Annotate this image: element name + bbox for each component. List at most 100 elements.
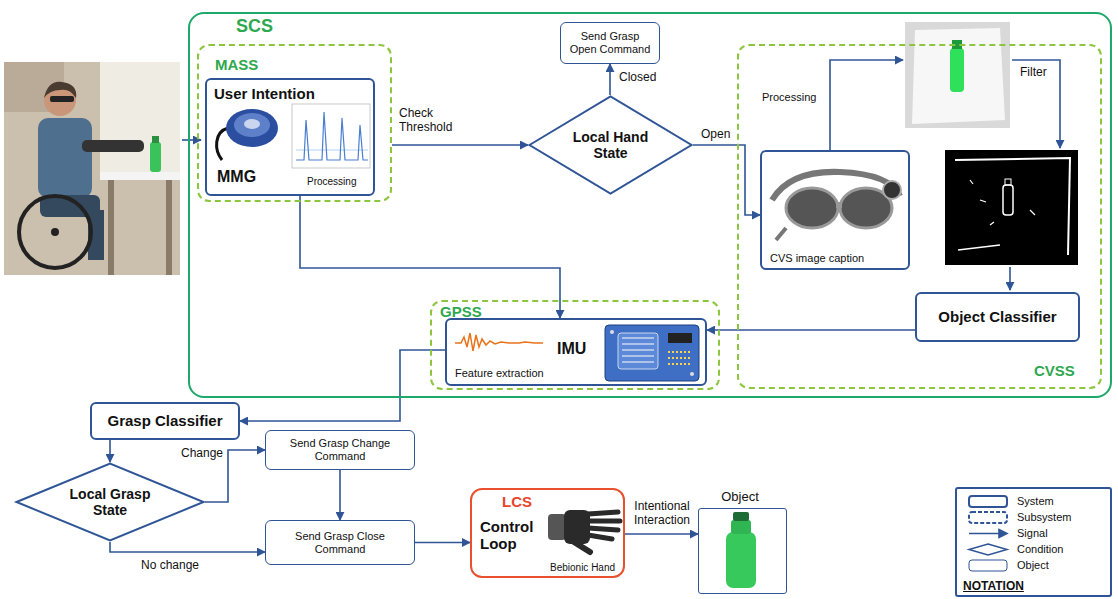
- legend-sample: [967, 543, 1009, 556]
- imu-board: [605, 325, 699, 381]
- object-bottle: [726, 512, 756, 588]
- user-photo: [50, 96, 74, 102]
- legend-text: System: [1017, 495, 1054, 508]
- mmg-sensor: [226, 109, 278, 147]
- command-box: Send Grasp Change Command: [265, 430, 415, 470]
- mmg-plot: [292, 104, 370, 168]
- edge-label: Change: [180, 446, 224, 460]
- user-photo: [100, 172, 180, 180]
- user-photo: [38, 118, 92, 198]
- legend-box: [969, 560, 1007, 571]
- camera-frame: [912, 28, 1005, 124]
- object-frame: [698, 508, 787, 594]
- diamond-outline: [530, 97, 692, 194]
- node-label: LCS: [502, 493, 532, 510]
- command-box: Send Grasp Close Command: [265, 520, 415, 565]
- imu-waveform: [455, 333, 543, 351]
- mmg-sensor: [217, 109, 278, 160]
- edge-filtered-frame: [945, 150, 1078, 265]
- edge-filtered-frame: [958, 245, 1000, 250]
- node-label: SCS: [236, 16, 273, 37]
- node-label: Object: [698, 490, 782, 505]
- node-label: Local Hand State: [563, 129, 659, 161]
- edge-filtered-frame: [970, 180, 1035, 225]
- node-label: Processing: [307, 176, 356, 188]
- edge-label: Intentional Interaction: [628, 499, 696, 527]
- legend-sample: [967, 559, 1009, 572]
- user-photo: [100, 62, 180, 172]
- imu-board: [618, 333, 658, 369]
- imu-board: [610, 330, 614, 334]
- edge-filtered-frame: [1005, 179, 1011, 185]
- subsystem-box: GPSSFeature extractionIMU: [430, 300, 720, 390]
- legend-text: Signal: [1017, 527, 1048, 540]
- legend-box: [969, 496, 1007, 507]
- signal-arrow: [109, 440, 111, 462]
- imu-waveform: [455, 333, 543, 351]
- free-label: Processing: [762, 91, 816, 104]
- subsystem-box: MASSUser IntentionMMGProcessing: [197, 44, 392, 202]
- node-label: MMG: [217, 168, 256, 186]
- signal-arrow: [339, 470, 341, 520]
- edge-label: Check Threshold: [398, 106, 462, 134]
- mmg-sensor: [244, 119, 260, 129]
- object-bottle: [733, 512, 749, 521]
- free-label: NOTATION: [963, 580, 1024, 594]
- filter-arrow: [1012, 60, 1060, 148]
- node-label: Object Classifier: [938, 308, 1056, 325]
- signal-arrow: [609, 64, 611, 95]
- bebionic-hand: [548, 514, 566, 540]
- user-photo: [4, 62, 180, 275]
- glasses-camera: [883, 181, 901, 199]
- signal-arrow: [240, 350, 445, 421]
- node-label: CVSS: [1034, 362, 1075, 379]
- edge-filtered-frame: [945, 150, 1078, 265]
- decision-diamond: Local Grasp State: [15, 462, 205, 542]
- decision-diamond: Local Hand State: [528, 95, 693, 195]
- signal-arrow: [415, 542, 470, 544]
- node-label: Send Grasp Open Command: [566, 30, 654, 55]
- camera-frame: [905, 22, 1010, 128]
- user-photo: [150, 142, 161, 172]
- node-label: Local Grasp State: [58, 486, 162, 518]
- imu-board: [622, 338, 654, 362]
- imu-board: [690, 372, 694, 376]
- object-bottle: [726, 532, 756, 588]
- imu-board: [668, 352, 692, 364]
- node-label: User Intention: [214, 85, 315, 102]
- legend-box: [969, 512, 1007, 523]
- legend-sample: [967, 527, 1009, 540]
- command-box: Send Grasp Open Command: [560, 22, 660, 64]
- node-label: Send Grasp Change Command: [271, 437, 409, 462]
- user-photo: [152, 136, 159, 143]
- edge-filtered-frame: [955, 158, 1070, 255]
- user-photo: [4, 62, 180, 275]
- user-photo: [44, 82, 76, 98]
- object-bottle: [731, 520, 751, 534]
- edge-label: No change: [140, 558, 200, 572]
- mmg-sensor: [234, 113, 270, 137]
- glasses-camera: [836, 202, 842, 208]
- legend-signal: [969, 530, 1007, 538]
- legend-sample: [967, 511, 1009, 524]
- process-box: Object Classifier: [915, 292, 1080, 342]
- node-label: Control Loop: [480, 518, 544, 553]
- system-box: LCSControl LoopBebionic Hand: [470, 488, 625, 578]
- classifier-arrow: [1009, 267, 1011, 290]
- legend-text: Subsystem: [1017, 511, 1071, 524]
- node-label: IMU: [557, 340, 586, 358]
- glasses-camera: [776, 228, 786, 240]
- camera-frame: [950, 48, 964, 92]
- imu-board: [668, 333, 692, 343]
- camera-frame: [905, 22, 1010, 128]
- mmg-sensor: [217, 128, 228, 160]
- node-label: Feature extraction: [455, 367, 544, 380]
- legend-condition: [969, 544, 1007, 555]
- legend-sample: [967, 495, 1009, 508]
- mmg-plot: [292, 104, 370, 168]
- node-label: Send Grasp Close Command: [271, 530, 409, 555]
- edge-filtered-frame: [1003, 185, 1013, 215]
- user-photo: [82, 140, 144, 152]
- glasses-camera: [786, 188, 838, 228]
